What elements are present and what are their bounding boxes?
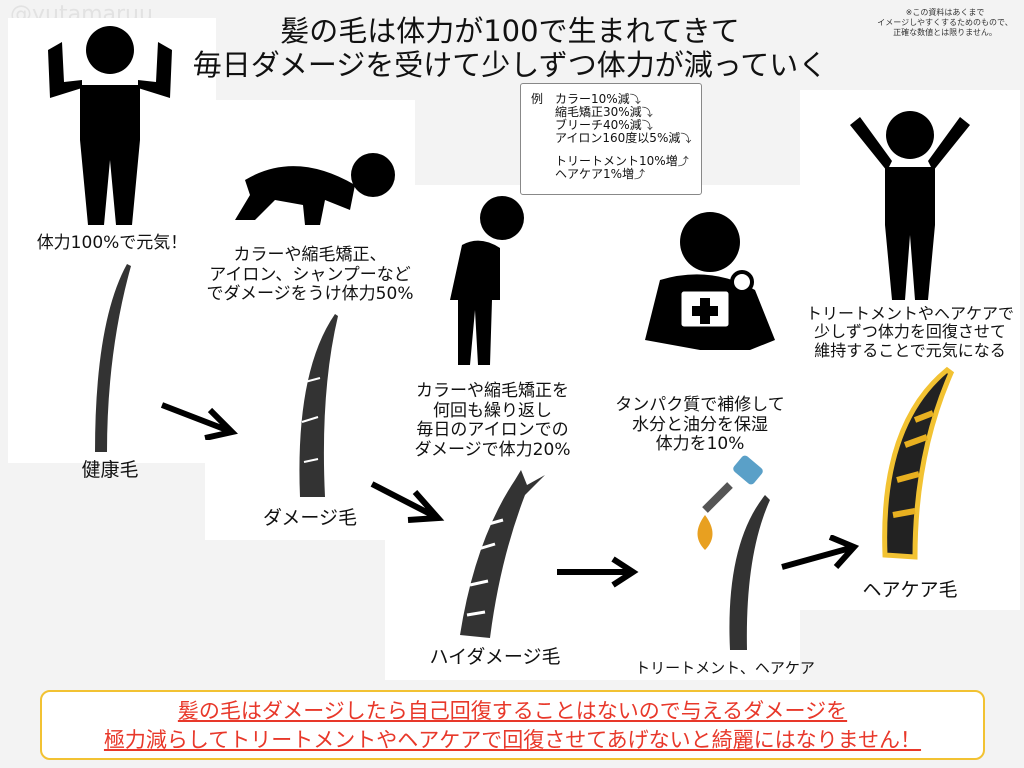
- stage-caption: カラーや縮毛矯正を 何回も繰り返し 毎日のアイロンでの ダメージで体力20%: [385, 381, 600, 460]
- stage-caption: タンパク質で補修して 水分と油分を保湿 体力を10%: [595, 395, 805, 455]
- caption-line: アイロン、シャンプーなど: [209, 264, 411, 285]
- caption-line: でダメージをうけ体力50%: [206, 284, 414, 305]
- example-text: カラー10%減: [555, 92, 630, 106]
- stage-caption: 体力100%で元気！: [8, 233, 216, 254]
- high-damage-hair-icon: [460, 470, 545, 638]
- stage-label: 健康毛: [81, 459, 139, 481]
- example-item: カラー10%減⤵: [555, 92, 701, 107]
- caption-line: カラーや縮毛矯正、: [233, 245, 387, 265]
- stage-label: ダメージ毛: [262, 507, 358, 529]
- arrow-right-icon: [370, 481, 445, 523]
- example-text: トリートメント10%増: [555, 154, 678, 168]
- page-title: 髪の毛は体力が100で生まれてきて 毎日ダメージを受けて少しずつ体力が減っていく: [150, 14, 870, 82]
- example-text: 縮毛矯正30%減: [555, 105, 642, 119]
- example-text: アイロン160度以5%減: [555, 131, 681, 145]
- note-line: 正確な数値とは限りません。: [893, 28, 997, 37]
- example-item: ヘアケア1%増⤴: [555, 167, 701, 182]
- note-line: イメージしやすくするためのもので、: [877, 18, 1013, 27]
- caption-line: ダメージで体力20%: [414, 439, 571, 460]
- caption-line: 水分と油分を保湿: [632, 414, 768, 435]
- title-line-2: 毎日ダメージを受けて少しずつ体力が減っていく: [192, 48, 828, 82]
- arrow-right-icon: [557, 556, 639, 588]
- example-item: ブリーチ40%減⤵: [555, 118, 701, 133]
- caption-line: 維持することで元気になる: [814, 340, 1006, 360]
- caption-line: 体力を10%: [655, 434, 745, 455]
- disclaimer-note: ※この資料はあくまで イメージしやすくするためのもので、 正確な数値とは限りませ…: [870, 8, 1020, 38]
- caption-line: 体力100%で元気！: [36, 233, 188, 253]
- tired-person-icon: [450, 196, 524, 365]
- curved-arrow-down-icon: ⤵: [680, 132, 692, 145]
- caption-line: タンパク質で補修して: [615, 395, 785, 415]
- curved-arrow-down-icon: ⤵: [629, 93, 641, 106]
- conclusion-banner: 髪の毛はダメージしたら自己回復することはないので与えるダメージを 極力減らしてト…: [40, 690, 985, 760]
- arrow-right-icon: [781, 535, 860, 570]
- caption-line: 少しずつ体力を回復させて: [814, 322, 1006, 342]
- stage-label: ハイダメージ毛: [429, 646, 561, 668]
- cheering-person-icon: [850, 111, 970, 300]
- healthy-golden-hair-icon: [882, 366, 955, 560]
- example-label: 例: [531, 92, 544, 106]
- stage-label: トリートメント、ヘアケア: [635, 659, 815, 677]
- dropper-and-hair-icon: [697, 455, 770, 650]
- note-line: ※この資料はあくまで: [905, 8, 985, 17]
- crouching-person-icon: [235, 153, 395, 225]
- banner-line: 髪の毛はダメージしたら自己回復することはないので与えるダメージを: [177, 699, 848, 723]
- stage-label: ヘアケア毛: [862, 579, 958, 601]
- example-text: ヘアケア1%増: [555, 167, 635, 181]
- stage-caption: トリートメントやヘアケアで 少しずつ体力を回復させて 維持することで元気になる: [795, 304, 1024, 360]
- example-box: 例 カラー10%減⤵ 縮毛矯正30%減⤵ ブリーチ40%減⤵ アイロン160度以…: [520, 83, 702, 195]
- caption-line: 何回も繰り返し: [433, 400, 552, 421]
- healthy-hair-icon: [95, 264, 131, 452]
- caption-line: トリートメントやヘアケアで: [805, 304, 1014, 323]
- example-item: アイロン160度以5%減⤵: [555, 131, 701, 146]
- banner-line: 極力減らしてトリートメントやヘアケアで回復させてあげないと綺麗にはなりません！: [103, 728, 922, 752]
- caption-line: 毎日のアイロンでの: [416, 420, 569, 441]
- curved-arrow-down-icon: ⤵: [641, 106, 653, 119]
- example-item: トリートメント10%増⤴: [555, 154, 701, 169]
- damaged-hair-icon: [299, 314, 338, 497]
- curved-arrow-up-icon: ⤴: [677, 155, 689, 168]
- curved-arrow-down-icon: ⤵: [641, 119, 653, 132]
- stage-caption: カラーや縮毛矯正、 アイロン、シャンプーなど でダメージをうけ体力50%: [190, 245, 430, 305]
- title-line-1: 髪の毛は体力が100で生まれてきて: [280, 14, 740, 48]
- baby-with-medkit-icon: [645, 212, 775, 350]
- arrow-right-icon: [160, 402, 238, 440]
- flexing-person-icon: [48, 26, 172, 225]
- example-text: ブリーチ40%減: [555, 118, 642, 132]
- caption-line: カラーや縮毛矯正を: [416, 381, 569, 401]
- curved-arrow-up-icon: ⤴: [634, 168, 646, 181]
- example-item: 縮毛矯正30%減⤵: [555, 105, 701, 120]
